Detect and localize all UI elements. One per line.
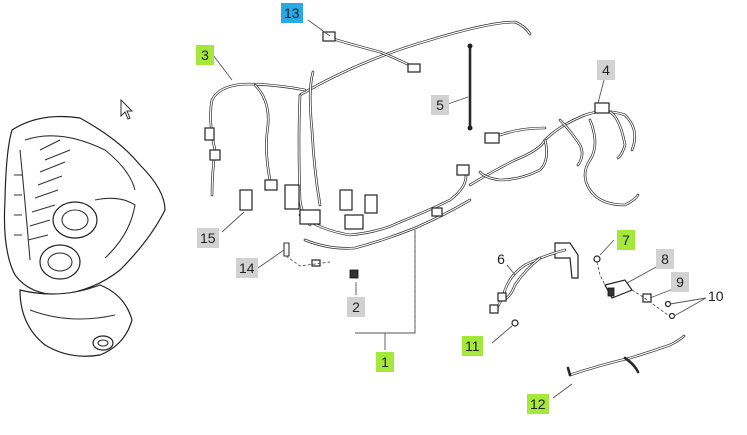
callout-1[interactable]: 1 (376, 352, 394, 372)
callout-12[interactable]: 12 (527, 394, 549, 414)
callout-2[interactable]: 2 (347, 297, 365, 317)
callout-10[interactable]: 10 (708, 288, 724, 304)
callout-3[interactable]: 3 (196, 45, 214, 65)
callout-8[interactable]: 8 (656, 249, 674, 269)
main-wiring-harness (204, 20, 640, 279)
callout-6[interactable]: 6 (497, 251, 505, 267)
callout-9[interactable]: 9 (671, 272, 689, 292)
callout-7[interactable]: 7 (617, 230, 635, 250)
callout-4[interactable]: 4 (597, 60, 615, 80)
callout-13[interactable]: 13 (281, 3, 303, 23)
leader-lines (212, 19, 707, 399)
headlamp-hood-assembly (3, 115, 166, 357)
harness-12 (566, 334, 686, 377)
mouse-pointer-icon (120, 98, 134, 120)
callout-15[interactable]: 15 (197, 228, 219, 248)
callout-14[interactable]: 14 (236, 258, 258, 278)
callout-5[interactable]: 5 (431, 95, 449, 115)
callout-11[interactable]: 11 (462, 336, 483, 356)
sub-harness-bracket (489, 242, 676, 327)
